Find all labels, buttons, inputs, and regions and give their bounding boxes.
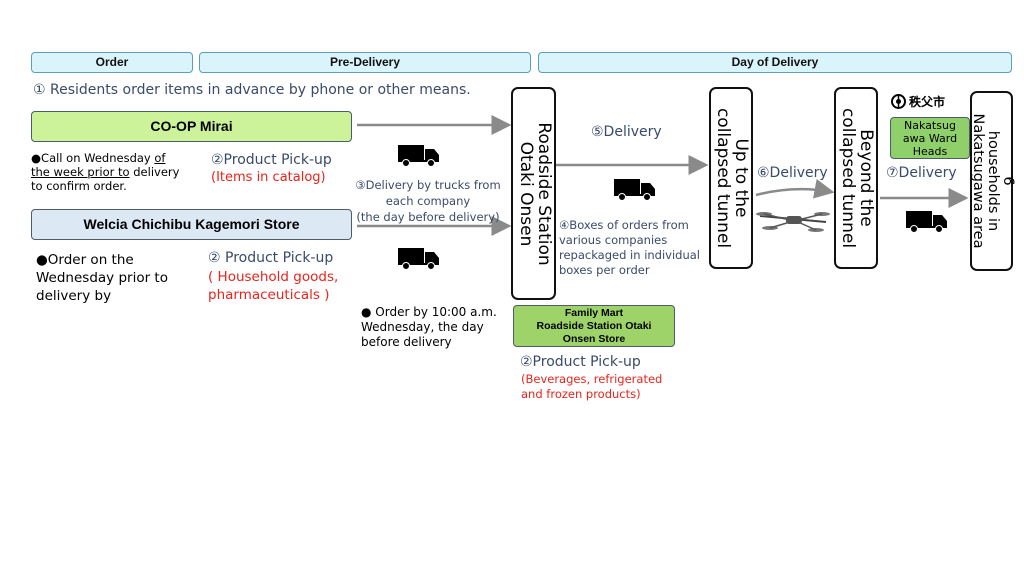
intro-text: ① Residents order items in advance by ph…	[33, 82, 471, 98]
truck-icon	[398, 145, 439, 167]
up-to-tunnel-box: Up to the collapsed tunnel	[709, 87, 753, 269]
family-mart-pickup-label: ②Product Pick-up	[520, 354, 641, 370]
delivery-5-label: ⑤Delivery	[591, 124, 662, 140]
truck-icon	[614, 179, 655, 201]
repack-note: ④Boxes of orders from various companies …	[559, 218, 701, 277]
delivery-7-label: ⑦Delivery	[886, 165, 957, 181]
city-emblem-icon	[891, 94, 906, 109]
ward-heads-box: Nakatsug awa Ward Heads	[890, 117, 970, 159]
arrow-tunnel-to-beyond	[755, 178, 835, 199]
phase-day-of-delivery: Day of Delivery	[538, 52, 1012, 73]
phase-pre-delivery: Pre-Delivery	[199, 52, 531, 73]
welcia-pickup-label: ② Product Pick-up	[208, 250, 334, 266]
coop-order-note: ●Call on Wednesday of the week prior to …	[31, 151, 180, 193]
delivery-6-label: ⑥Delivery	[757, 165, 828, 181]
truck-icon	[906, 211, 947, 233]
coop-pickup-label: ②Product Pick-up	[211, 152, 332, 168]
coop-pickup-items: (Items in catalog)	[211, 170, 326, 185]
welcia-order-deadline: ● Order by 10:00 a.m. Wednesday, the day…	[361, 305, 497, 349]
welcia-pickup-items: ( Household goods, pharmaceuticals )	[208, 269, 339, 303]
drone-icon	[756, 212, 830, 232]
roadside-station-box: Roadside Station Otaki Onsen	[511, 87, 556, 300]
welcia-store-box: Welcia Chichibu Kagemori Store	[31, 209, 352, 240]
phase-order: Order	[31, 52, 193, 73]
beyond-tunnel-box: Beyond the collapsed tunnel	[834, 87, 878, 269]
truck-icon	[398, 248, 439, 270]
family-mart-box: Family Mart Roadside Station Otaki Onsen…	[513, 305, 675, 347]
family-mart-pickup-items: (Beverages, refrigerated and frozen prod…	[521, 372, 663, 401]
truck-delivery-note: ③Delivery by trucks from each company (t…	[355, 178, 501, 224]
chichibu-city-logo: 秩父市	[891, 93, 945, 110]
coop-mirai-box: CO-OP Mirai	[31, 111, 352, 142]
welcia-order-note: ●Order on the Wednesday prior to deliver…	[36, 252, 168, 304]
households-box: 6 households in Nakatsugawa area	[969, 91, 1015, 271]
